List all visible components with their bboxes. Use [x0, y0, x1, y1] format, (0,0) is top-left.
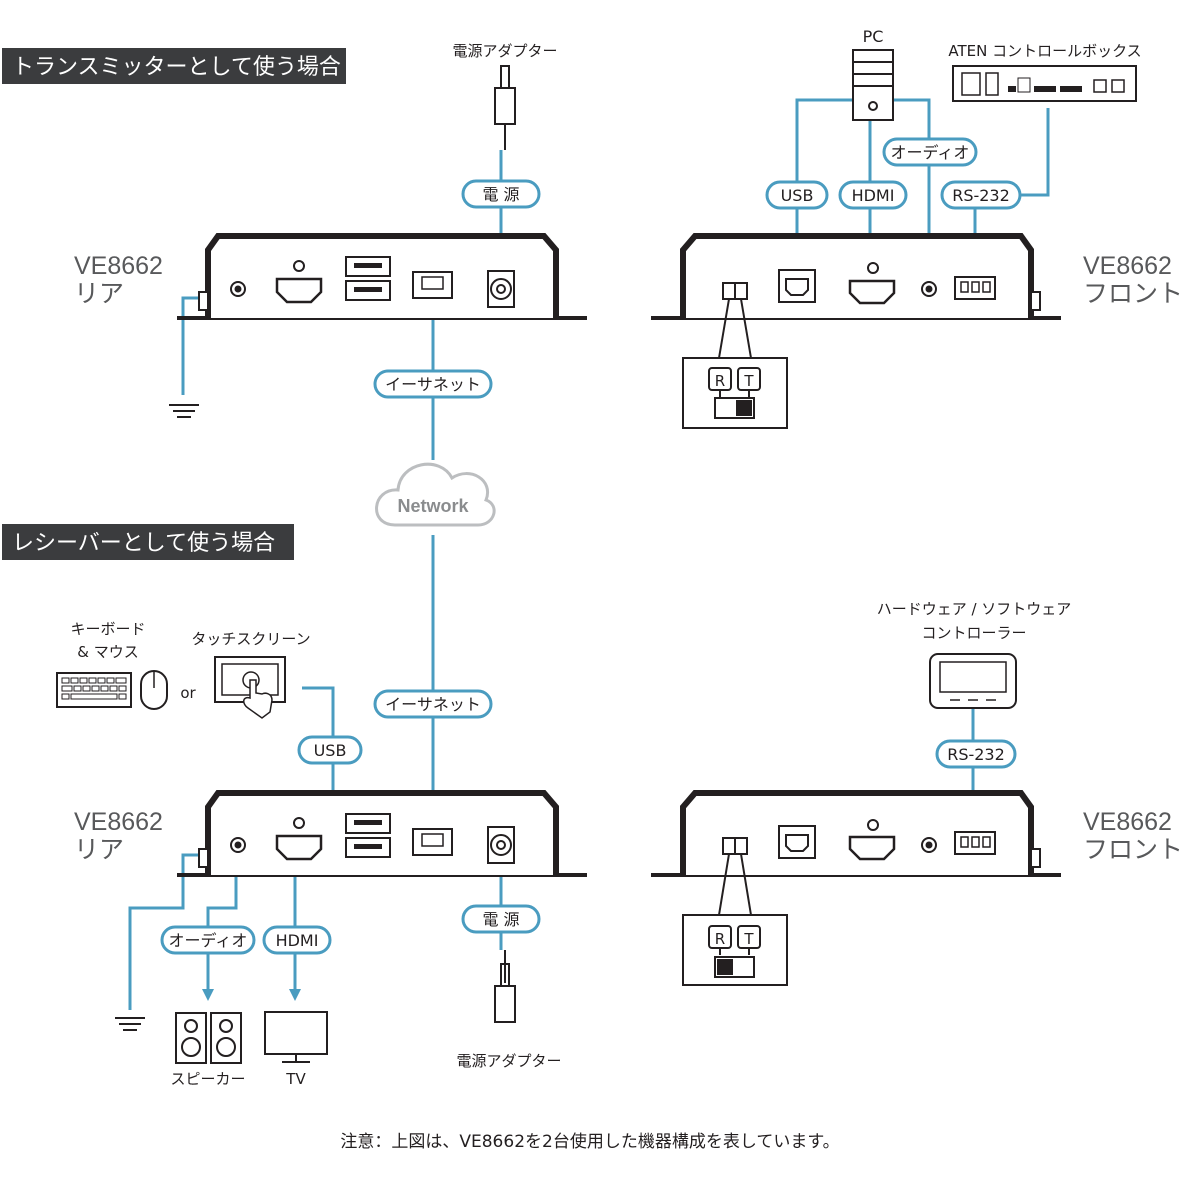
pill-ethernet-bottom: イーサネット — [373, 689, 493, 719]
pill-ethernet-top-text: イーサネット — [385, 375, 481, 394]
footnote: 注意：上図は、VE8662を2台使用した機器構成を表しています。 — [340, 1131, 839, 1152]
pill-rs232-tx-text: RS-232 — [952, 186, 1010, 205]
pill-rs232-rx: RS-232 — [935, 739, 1017, 769]
pc-label: PC — [863, 27, 884, 46]
pill-audio-rx: オーディオ — [160, 925, 256, 955]
pill-ethernet-top: イーサネット — [373, 369, 493, 399]
rx-ground-icon — [115, 1017, 145, 1031]
pill-ethernet-bottom-text: イーサネット — [385, 695, 481, 714]
tx-front-label: VE8662 フロント — [1083, 252, 1180, 308]
pill-usb-tx-text: USB — [781, 186, 814, 205]
pill-power-bottom: 電 源 — [461, 904, 541, 934]
controller-icon: ハードウェア / ソフトウェア コントローラー — [877, 600, 1072, 709]
touchscreen-label: タッチスクリーン — [191, 630, 310, 648]
controller-label-line1: ハードウェア / ソフトウェア — [877, 600, 1072, 618]
tv-icon: TV — [264, 1011, 328, 1088]
pill-rs232-rx-text: RS-232 — [947, 745, 1005, 764]
tx-ground-icon — [169, 404, 199, 418]
tx-rear-device — [177, 233, 587, 320]
rx-front-label: VE8662 フロント — [1083, 808, 1180, 864]
rx-rear-model: VE8662 — [74, 808, 163, 836]
rx-rear-side: リア — [74, 836, 124, 864]
tx-front-side: フロント — [1083, 280, 1180, 308]
rx-dip-switch-detail: R T — [682, 853, 788, 986]
tv-label: TV — [285, 1070, 306, 1088]
pill-hdmi-rx: HDMI — [262, 925, 332, 955]
network-cloud: Network — [375, 462, 496, 527]
aten-box-label: ATEN コントロールボックス — [948, 42, 1141, 60]
rx-rear-label: VE8662 リア — [74, 808, 163, 864]
receiver-header: レシーバーとして使う場合 — [2, 524, 294, 560]
tx-rear-model: VE8662 — [74, 252, 163, 280]
pill-hdmi-tx: HDMI — [838, 180, 908, 210]
pill-power-top: 電 源 — [461, 179, 541, 209]
pill-rs232-tx: RS-232 — [940, 180, 1022, 210]
power-adapter-bottom: 電源アダプター — [456, 950, 562, 1070]
pill-audio-rx-text: オーディオ — [169, 931, 248, 950]
pill-power-top-text: 電 源 — [482, 185, 519, 204]
pc-icon: PC — [852, 27, 894, 121]
rx-front-side: フロント — [1083, 836, 1180, 864]
rx-front-device — [651, 790, 1061, 877]
speaker-label: スピーカー — [170, 1070, 245, 1088]
pill-hdmi-rx-text: HDMI — [276, 931, 319, 950]
keyboard-label-line2: & マウス — [77, 643, 138, 661]
receiver-header-text: レシーバーとして使う場合 — [12, 531, 275, 556]
aten-control-box: ATEN コントロールボックス — [948, 42, 1142, 102]
tx-rear-side: リア — [74, 280, 124, 308]
controller-label-line2: コントローラー — [921, 624, 1026, 642]
pill-power-bottom-text: 電 源 — [482, 910, 519, 929]
tx-front-model: VE8662 — [1083, 252, 1172, 280]
tx-dip-switch-detail: R T — [682, 298, 788, 429]
tx-switch-r-label: R — [715, 372, 725, 390]
speaker-icon: スピーカー — [170, 1012, 246, 1088]
pill-usb-tx: USB — [765, 180, 829, 210]
tx-rear-label: VE8662 リア — [74, 252, 163, 308]
pill-audio-tx: オーディオ — [882, 137, 978, 167]
or-label: or — [180, 684, 196, 702]
pill-hdmi-tx-text: HDMI — [852, 186, 895, 205]
keyboard-label-line1: キーボード — [70, 620, 145, 638]
power-adapter-top-label: 電源アダプター — [452, 42, 557, 60]
pill-audio-tx-text: オーディオ — [891, 143, 970, 162]
rx-rear-device — [177, 790, 587, 877]
keyboard-mouse-icon: キーボード & マウス — [56, 620, 168, 710]
pill-usb-rx-text: USB — [314, 741, 347, 760]
transmitter-header: トランスミッターとして使う場合 — [2, 48, 346, 84]
rx-switch-t-label: T — [743, 930, 754, 948]
rx-switch-r-label: R — [715, 930, 725, 948]
rx-front-model: VE8662 — [1083, 808, 1172, 836]
network-label: Network — [397, 496, 469, 516]
tx-front-device — [651, 233, 1061, 320]
power-adapter-bottom-label: 電源アダプター — [456, 1052, 561, 1070]
touchscreen-icon: タッチスクリーン — [191, 630, 311, 719]
tx-switch-t-label: T — [743, 372, 754, 390]
transmitter-header-text: トランスミッターとして使う場合 — [12, 55, 341, 80]
power-adapter-top: 電源アダプター — [452, 42, 558, 150]
pill-usb-rx: USB — [297, 735, 363, 765]
